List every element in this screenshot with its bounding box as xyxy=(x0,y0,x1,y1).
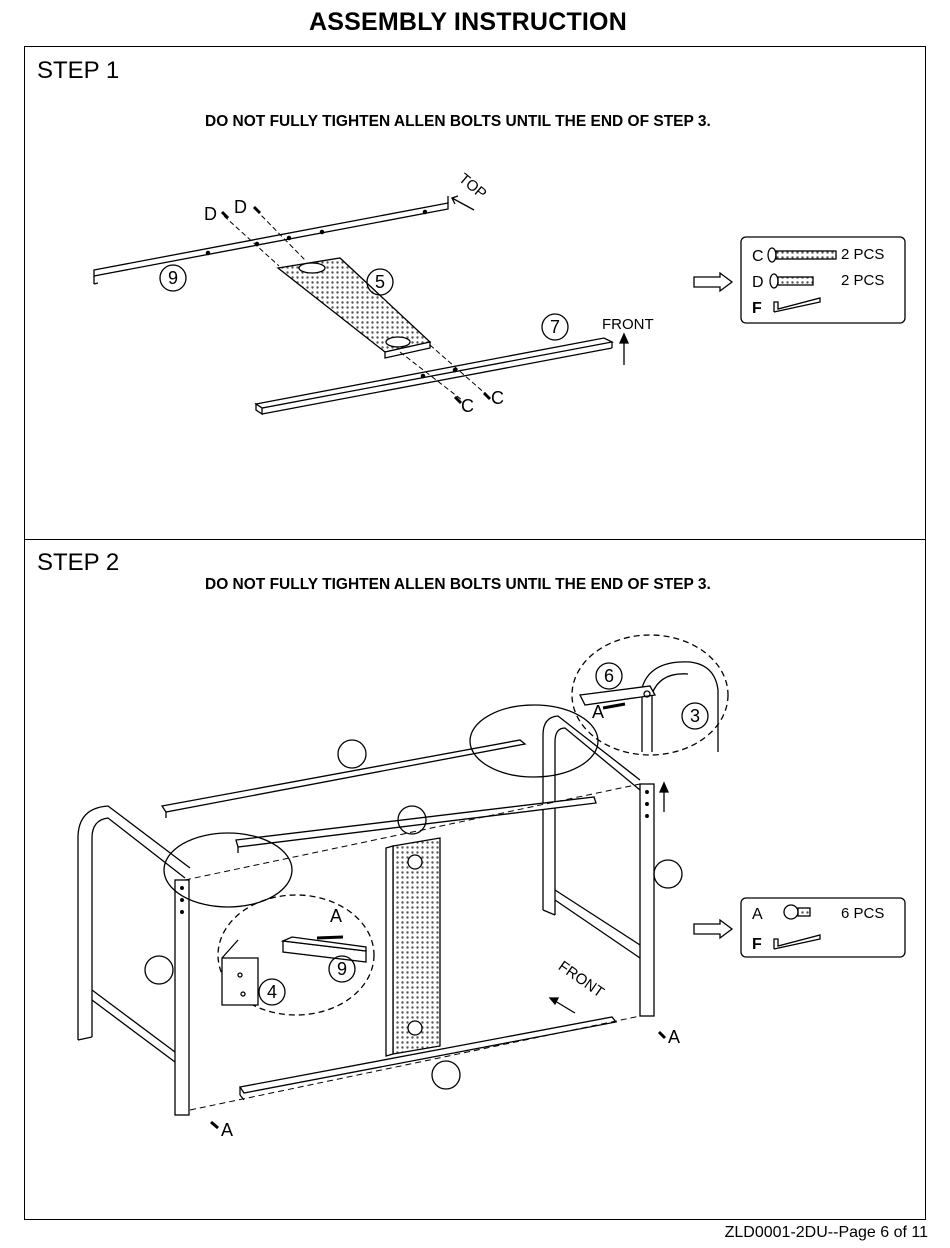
left-leg xyxy=(78,806,190,1115)
rail-part-9 xyxy=(94,196,448,284)
hardware-f-letter: F xyxy=(752,300,762,317)
bolt-c-2 xyxy=(484,393,490,399)
bolt-a-left xyxy=(211,1122,218,1128)
step2-text: 6 3 9 4 A A A A FRONT A 6 PCS F xyxy=(221,666,884,1140)
allen-key-icon xyxy=(774,298,820,312)
hardware-c-letter: C xyxy=(752,248,764,265)
step1-text: TOP FRONT 9 5 7 D D C C C 2 PCS D 2 PCS … xyxy=(168,170,884,416)
hardware-c-qty: 2 PCS xyxy=(841,246,884,263)
bolt-d-2 xyxy=(254,207,260,213)
step1-diagram xyxy=(94,196,905,414)
part-3-number: 3 xyxy=(690,706,700,726)
bolt-c-label-1: C xyxy=(461,396,474,416)
part-5-number: 5 xyxy=(375,272,385,292)
zoom-ellipse-right xyxy=(470,705,598,777)
bolt-a-icon xyxy=(784,905,810,919)
top-arrow-icon xyxy=(452,196,474,210)
bolt-d-1 xyxy=(222,212,228,218)
hardware-a-letter: A xyxy=(752,906,763,923)
hardware-a-qty: 6 PCS xyxy=(841,905,884,922)
front-label-step2: FRONT xyxy=(555,958,607,1002)
hardware-d-letter: D xyxy=(752,274,764,291)
bolt-c-icon xyxy=(768,248,836,262)
back-rail xyxy=(162,740,525,818)
bolt-d-label-2: D xyxy=(234,197,247,217)
hardware-pointer-arrow-icon-step2 xyxy=(694,920,732,938)
callout-circle-back xyxy=(338,740,366,768)
mesh-shelf-part-5 xyxy=(278,258,430,358)
hardware-pointer-arrow-icon xyxy=(694,273,732,291)
bolt-a-right xyxy=(659,1032,665,1038)
zoom-ellipse-left xyxy=(164,833,292,907)
rail-part-7 xyxy=(256,338,612,414)
step2-diagram xyxy=(78,635,905,1128)
callout-circle-right xyxy=(654,860,682,888)
part-4-number: 4 xyxy=(267,982,277,1002)
bolt-d-label-1: D xyxy=(204,204,217,224)
hardware-f-letter-step2: F xyxy=(752,936,762,953)
front-arrow-icon-step2 xyxy=(550,998,575,1013)
hardware-d-qty: 2 PCS xyxy=(841,272,884,289)
page-footer: ZLD0001-2DU--Page 6 of 11 xyxy=(725,1224,928,1242)
callout-circle-left xyxy=(145,956,173,984)
bolt-a-label-right: A xyxy=(668,1027,680,1047)
allen-key-icon-step2 xyxy=(774,935,820,949)
bolt-a-label-detail-left: A xyxy=(330,906,342,926)
part-9-number-step2: 9 xyxy=(337,959,347,979)
front-arrow-icon xyxy=(620,334,628,365)
bolt-c-label-2: C xyxy=(491,388,504,408)
front-label: FRONT xyxy=(602,316,654,333)
mesh-panel xyxy=(386,838,440,1056)
callout-circle-front xyxy=(432,1061,460,1089)
part-9-number: 9 xyxy=(168,268,178,288)
part-7-number: 7 xyxy=(550,317,560,337)
top-label: TOP xyxy=(455,170,489,203)
bolt-a-label-left: A xyxy=(221,1120,233,1140)
part-6-number: 6 xyxy=(604,666,614,686)
bolt-a-label-detail-right: A xyxy=(592,702,604,722)
up-arrow-icon xyxy=(660,783,668,812)
bolt-d-icon xyxy=(770,274,813,288)
